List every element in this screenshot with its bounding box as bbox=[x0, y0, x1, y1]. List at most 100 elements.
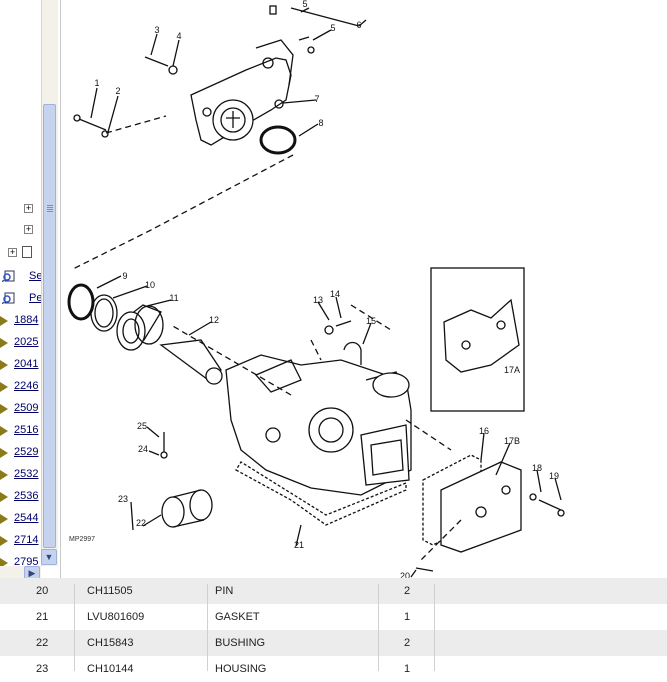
pointer-icon bbox=[0, 558, 8, 566]
tree-item[interactable]: 2544 bbox=[0, 509, 41, 527]
svg-text:7: 7 bbox=[314, 94, 319, 104]
scroll-down-button[interactable]: ▼ bbox=[41, 549, 57, 565]
tree-item[interactable]: 2509 bbox=[0, 399, 41, 417]
column-divider bbox=[434, 584, 435, 671]
tree-item[interactable]: Pe bbox=[0, 289, 41, 307]
tree-item-label[interactable]: 2509 bbox=[14, 402, 39, 414]
tree-item-label[interactable]: Pe bbox=[29, 292, 41, 304]
tree-item-label[interactable]: 2025 bbox=[14, 336, 39, 348]
table-row[interactable]: 23 CH10144 HOUSING 1 bbox=[0, 656, 667, 682]
tree-item-label[interactable]: 2544 bbox=[14, 512, 39, 524]
svg-text:22: 22 bbox=[136, 518, 146, 528]
svg-text:3: 3 bbox=[154, 25, 159, 35]
pointer-icon bbox=[0, 470, 8, 480]
svg-text:18: 18 bbox=[532, 463, 542, 473]
svg-text:1: 1 bbox=[94, 78, 99, 88]
table-cell-qty: 2 bbox=[404, 637, 411, 649]
column-divider bbox=[378, 584, 379, 671]
search-doc-icon bbox=[2, 270, 15, 282]
tree-item-label[interactable]: 2536 bbox=[14, 490, 39, 502]
table-cell-qty: 1 bbox=[404, 611, 411, 623]
tree-item-label[interactable]: 2516 bbox=[14, 424, 39, 436]
svg-text:2: 2 bbox=[115, 86, 120, 96]
tree-expand-button[interactable]: + bbox=[24, 203, 33, 213]
pointer-icon bbox=[0, 382, 8, 392]
svg-text:15: 15 bbox=[366, 316, 376, 326]
tree-item[interactable]: 2714 bbox=[0, 531, 41, 549]
svg-text:25: 25 bbox=[137, 421, 147, 431]
svg-text:24: 24 bbox=[138, 444, 148, 454]
tree-item[interactable]: Se bbox=[0, 267, 41, 285]
pointer-icon bbox=[0, 338, 8, 348]
pointer-icon bbox=[0, 492, 8, 502]
tree-item-label[interactable]: 2246 bbox=[14, 380, 39, 392]
svg-text:23: 23 bbox=[118, 494, 128, 504]
table-cell-qty: 2 bbox=[404, 585, 411, 597]
svg-text:21: 21 bbox=[294, 540, 304, 550]
table-cell-part: CH10144 bbox=[87, 663, 134, 675]
svg-text:6: 6 bbox=[356, 20, 361, 30]
tree-item-label[interactable]: 2532 bbox=[14, 468, 39, 480]
tree-item[interactable]: 2532 bbox=[0, 465, 41, 483]
svg-text:17A: 17A bbox=[504, 365, 520, 375]
parts-tree-pane: + + + Se Pe 1884 2025 2041 2246 2509 251… bbox=[0, 0, 61, 583]
table-cell-no: 22 bbox=[36, 637, 49, 649]
search-doc-icon bbox=[2, 292, 15, 304]
table-cell-desc: HOUSING bbox=[215, 663, 267, 675]
tree-item[interactable]: 2536 bbox=[0, 487, 41, 505]
parts-table: 20 CH11505 PIN 2 21 LVU801609 GASKET 1 2… bbox=[0, 578, 667, 675]
table-cell-no: 21 bbox=[36, 611, 49, 623]
svg-text:5: 5 bbox=[302, 0, 307, 9]
tree-item[interactable]: 2041 bbox=[0, 355, 41, 373]
table-cell-no: 20 bbox=[36, 585, 49, 597]
table-row[interactable]: 20 CH11505 PIN 2 bbox=[0, 578, 667, 604]
table-row[interactable]: 21 LVU801609 GASKET 1 bbox=[0, 604, 667, 630]
tree-item-label[interactable]: 2041 bbox=[14, 358, 39, 370]
table-cell-part: LVU801609 bbox=[87, 611, 145, 623]
pointer-icon bbox=[0, 536, 8, 546]
tree-item-label[interactable]: 1884 bbox=[14, 314, 39, 326]
svg-text:19: 19 bbox=[549, 471, 559, 481]
svg-text:12: 12 bbox=[209, 315, 219, 325]
tree-item[interactable]: 1884 bbox=[0, 311, 41, 329]
tree-item[interactable]: 2795 bbox=[0, 553, 41, 566]
svg-text:9: 9 bbox=[122, 271, 127, 281]
tree-item[interactable]: 2529 bbox=[0, 443, 41, 461]
svg-text:13: 13 bbox=[313, 295, 323, 305]
tree-vertical-scrollbar[interactable] bbox=[41, 0, 58, 566]
scroll-thumb[interactable] bbox=[43, 104, 56, 548]
svg-text:4: 4 bbox=[176, 31, 181, 41]
column-divider bbox=[74, 584, 75, 671]
pointer-icon bbox=[0, 448, 8, 458]
table-cell-no: 23 bbox=[36, 663, 49, 675]
pointer-icon bbox=[0, 426, 8, 436]
tree-item-label[interactable]: 2795 bbox=[14, 556, 39, 566]
tree-item[interactable]: 2246 bbox=[0, 377, 41, 395]
svg-text:17B: 17B bbox=[504, 436, 520, 446]
tree-expand-button[interactable]: + bbox=[8, 247, 17, 257]
svg-text:8: 8 bbox=[318, 118, 323, 128]
table-cell-part: CH11505 bbox=[87, 585, 133, 597]
document-icon bbox=[22, 246, 32, 258]
tree-item-label[interactable]: 2714 bbox=[14, 534, 39, 546]
table-cell-desc: BUSHING bbox=[215, 637, 266, 649]
tree-item[interactable]: 2025 bbox=[0, 333, 41, 351]
pointer-icon bbox=[0, 404, 8, 414]
tree-item-label[interactable]: 2529 bbox=[14, 446, 39, 458]
figure-id: MP2997 bbox=[69, 536, 95, 543]
svg-text:11: 11 bbox=[169, 293, 178, 303]
table-row[interactable]: 22 CH15843 BUSHING 2 bbox=[0, 630, 667, 656]
pointer-icon bbox=[0, 360, 8, 370]
tree-expand-button[interactable]: + bbox=[24, 224, 33, 234]
tree-item[interactable]: 2516 bbox=[0, 421, 41, 439]
table-cell-qty: 1 bbox=[404, 663, 411, 675]
column-divider bbox=[207, 584, 208, 671]
svg-text:14: 14 bbox=[330, 289, 340, 299]
table-cell-part: CH15843 bbox=[87, 637, 134, 649]
svg-text:16: 16 bbox=[479, 426, 489, 436]
table-cell-desc: PIN bbox=[215, 585, 234, 597]
pointer-icon bbox=[0, 316, 8, 326]
tree-item-label[interactable]: Se bbox=[29, 270, 41, 282]
